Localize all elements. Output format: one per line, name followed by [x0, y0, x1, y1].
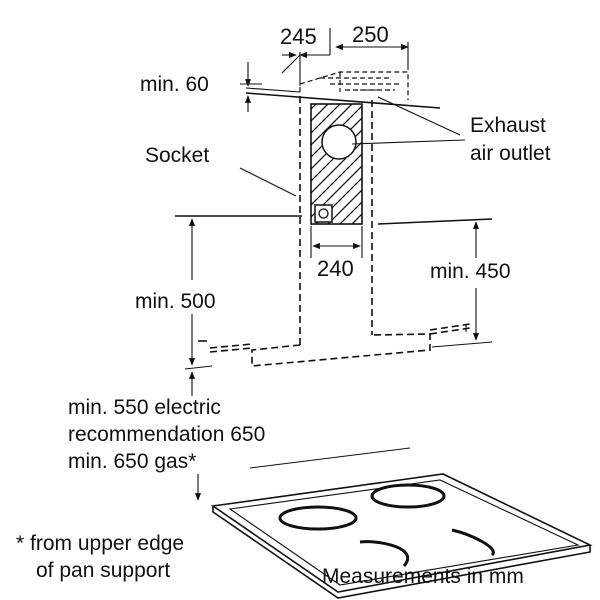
footnote-line1: * from upper edge [16, 532, 184, 555]
socket-icon [314, 204, 333, 223]
dim-min-60 [240, 62, 262, 112]
clearance-note-line1: min. 550 electric [68, 396, 221, 419]
exhaust-label-line1: Exhaust [470, 114, 546, 137]
dim-cooktop-clearance [188, 371, 202, 501]
reference-lines [175, 215, 493, 370]
min-450-label: min. 450 [430, 260, 511, 283]
units-label: Measurements in mm [322, 565, 524, 588]
cooktop [210, 447, 593, 599]
min-60-label: min. 60 [140, 73, 209, 96]
dim-240 [310, 226, 363, 258]
socket-label: Socket [145, 144, 209, 167]
clearance-note-line3: min. 650 gas* [68, 450, 196, 473]
clearance-note-line2: recommendation 650 [68, 423, 265, 446]
exhaust-outlet-icon [321, 124, 357, 160]
min-500-label: min. 500 [135, 290, 216, 313]
exhaust-label-line2: air outlet [470, 142, 551, 165]
burner-icon [278, 483, 495, 567]
footnote-line2: of pan support [36, 559, 170, 582]
dim-250-label: 250 [352, 22, 389, 47]
wall-opening [310, 103, 363, 225]
dim-240-label: 240 [317, 256, 354, 281]
chimney [299, 96, 373, 345]
dim-245-label: 245 [280, 24, 317, 49]
leader-lines [239, 96, 466, 197]
duct-outline [299, 71, 409, 100]
ceiling [245, 87, 441, 109]
hood-bottom [209, 323, 471, 367]
dim-245-250 [281, 28, 409, 86]
